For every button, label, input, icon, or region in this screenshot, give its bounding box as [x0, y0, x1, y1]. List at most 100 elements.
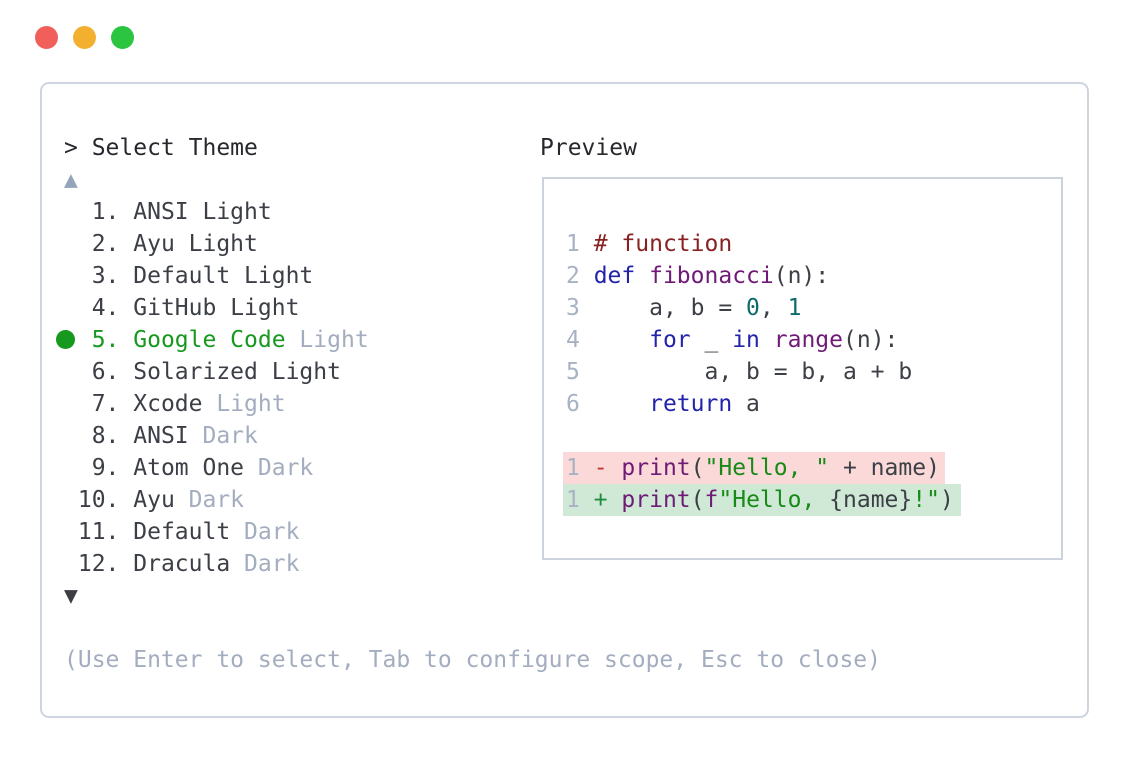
diff-removed-line: 1 - print("Hello, " + name)	[563, 452, 1061, 484]
theme-item-name: Default	[133, 263, 231, 289]
code-token-pln: (n):	[773, 263, 830, 289]
code-token-pln: a, b =	[593, 295, 747, 321]
code-token-typ: print	[621, 455, 691, 481]
code-token-typ: range	[773, 327, 843, 353]
close-button-icon[interactable]	[35, 26, 58, 49]
theme-list: 1. ANSI Light 2. Ayu Light 3. Default Li…	[56, 196, 540, 580]
theme-list-item[interactable]: 3. Default Light	[64, 260, 540, 292]
code-token-grn: +	[593, 487, 622, 513]
code-line-content: 3 a, b = 0, 1	[566, 292, 801, 324]
code-token-pln: (	[690, 455, 705, 481]
theme-list-item[interactable]: 10. Ayu Dark	[64, 484, 540, 516]
code-line-content: 1 + print(f"Hello, {name}!")	[563, 484, 961, 516]
code-line: 6 return a	[566, 388, 1061, 420]
theme-item-variant: Light	[216, 295, 300, 321]
code-token-pln: a	[732, 391, 760, 417]
theme-item-name: Atom One	[133, 455, 245, 481]
code-token-red: -	[593, 455, 622, 481]
theme-item-variant: Light	[202, 391, 286, 417]
code-line: 5 a, b = b, a + b	[566, 356, 1061, 388]
select-theme-prompt: > Select Theme	[64, 135, 258, 161]
theme-item-number: 11.	[64, 519, 134, 545]
code-line	[566, 420, 1061, 452]
theme-list-item[interactable]: 2. Ayu Light	[64, 228, 540, 260]
theme-item-name: GitHub	[133, 295, 217, 321]
minimize-button-icon[interactable]	[73, 26, 96, 49]
theme-item-number: 1.	[64, 199, 134, 225]
theme-item-variant: Light	[257, 359, 341, 385]
theme-item-number: 10.	[64, 487, 134, 513]
theme-selector-panel: > Select Theme ▲ 1. ANSI Light 2. Ayu Li…	[40, 82, 1089, 718]
theme-list-item[interactable]: 9. Atom One Dark	[64, 452, 540, 484]
theme-item-variant: Dark	[230, 519, 300, 545]
code-line-content: 6 return a	[566, 388, 760, 420]
code-token-ln: 1	[566, 231, 594, 257]
theme-item-variant: Dark	[174, 487, 245, 513]
code-token-pln	[594, 327, 649, 353]
theme-item-number: 3.	[64, 263, 134, 289]
code-token-ln: 3	[566, 295, 594, 321]
code-token-lit: 0	[746, 295, 760, 321]
code-token-pln	[594, 391, 649, 417]
code-token-pln: (n):	[843, 327, 899, 353]
code-token-ln: 1	[566, 455, 594, 481]
theme-list-item[interactable]: 7. Xcode Light	[64, 388, 540, 420]
code-line-content: 1 - print("Hello, " + name)	[563, 452, 945, 484]
theme-item-variant: Light	[174, 231, 258, 257]
code-token-pln	[760, 327, 774, 353]
theme-list-item[interactable]: 4. GitHub Light	[64, 292, 540, 324]
code-token-pln: + name)	[829, 455, 940, 481]
theme-list-item[interactable]: 1. ANSI Light	[64, 196, 540, 228]
theme-list-item[interactable]: 8. ANSI Dark	[64, 420, 540, 452]
help-text: (Use Enter to select, Tab to configure s…	[64, 647, 881, 673]
code-token-pln: _	[690, 327, 733, 353]
theme-item-number: 8.	[64, 423, 134, 449]
code-token-kwd: in	[732, 327, 760, 353]
code-token-pln: )	[939, 487, 954, 513]
code-line-content: 5 a, b = b, a + b	[566, 356, 912, 388]
theme-item-number: 9.	[64, 455, 134, 481]
theme-item-name: Ayu	[133, 487, 175, 513]
code-token-ln: 1	[566, 487, 594, 513]
code-token-pln: {name}	[829, 487, 913, 513]
theme-list-item[interactable]: 6. Solarized Light	[64, 356, 540, 388]
code-token-str: !"	[912, 487, 940, 513]
code-token-ln: 5	[566, 359, 594, 385]
theme-list-item[interactable]: 5. Google Code Light	[56, 324, 540, 356]
code-token-kwd: def	[593, 263, 636, 289]
code-line-content: 2 def fibonacci(n):	[566, 260, 829, 292]
theme-item-variant: Light	[285, 327, 369, 353]
scroll-up-icon[interactable]: ▲	[64, 167, 78, 193]
window-controls	[35, 26, 134, 49]
panel-columns: > Select Theme ▲ 1. ANSI Light 2. Ayu Li…	[56, 132, 1087, 612]
code-token-lit: 1	[787, 295, 802, 321]
theme-list-item[interactable]: 12. Dracula Dark	[64, 548, 540, 580]
code-token-kwd: for	[649, 327, 691, 353]
theme-item-variant: Dark	[188, 423, 258, 449]
code-token-pln	[635, 263, 649, 289]
scroll-down-icon[interactable]: ▼	[64, 583, 78, 609]
theme-list-item[interactable]: 11. Default Dark	[64, 516, 540, 548]
zoom-button-icon[interactable]	[111, 26, 134, 49]
theme-item-number: 2.	[64, 231, 134, 257]
theme-item-variant: Dark	[244, 455, 314, 481]
theme-item-variant: Light	[230, 263, 314, 289]
theme-item-name: Xcode	[133, 391, 203, 417]
code-line-content: 4 for _ in range(n):	[566, 324, 898, 356]
code-line: 4 for _ in range(n):	[566, 324, 1061, 356]
theme-list-column: > Select Theme ▲ 1. ANSI Light 2. Ayu Li…	[56, 132, 540, 612]
code-token-str: "Hello, "	[704, 455, 830, 481]
code-line: 1 # function	[566, 228, 1061, 260]
theme-item-name: Ayu	[133, 231, 175, 257]
theme-item-name: ANSI	[133, 199, 189, 225]
code-token-pln: a, b = b, a + b	[593, 359, 913, 385]
code-token-typ: f	[704, 487, 719, 513]
code-token-pln: ,	[759, 295, 788, 321]
code-token-typ: print	[621, 487, 691, 513]
theme-item-variant: Light	[188, 199, 272, 225]
code-token-ln: 2	[566, 263, 594, 289]
code-line: 3 a, b = 0, 1	[566, 292, 1061, 324]
